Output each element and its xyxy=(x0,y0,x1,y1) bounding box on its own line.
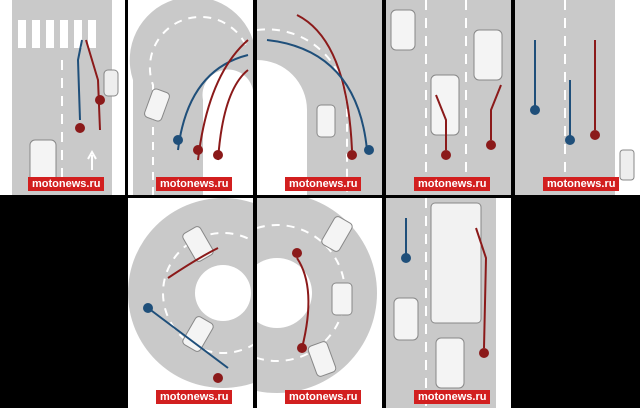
scenario-panel-pedestrian: motonews.ru xyxy=(515,0,640,195)
u-turn-illustration xyxy=(129,0,253,195)
turn-right-illustration xyxy=(257,0,382,195)
watermark-label: motonews.ru xyxy=(156,177,233,191)
watermark-label: motonews.ru xyxy=(285,390,362,404)
watermark-label: motonews.ru xyxy=(285,177,362,191)
lane-change-illustration xyxy=(386,0,511,195)
scenario-panel-truck: motonews.ru xyxy=(386,198,511,408)
scenario-panel-turn-right: motonews.ru xyxy=(257,0,382,195)
truck-illustration xyxy=(386,198,496,408)
pedestrian-illustration xyxy=(515,0,635,195)
scenario-panel-crosswalk: motonews.ru xyxy=(0,0,125,195)
scenario-panel-u-turn: motonews.ru xyxy=(128,0,253,195)
scenario-panel-lane-change: motonews.ru xyxy=(386,0,511,195)
watermark-label: motonews.ru xyxy=(414,177,491,191)
roundabout-2-illustration xyxy=(257,198,382,408)
watermark-label: motonews.ru xyxy=(28,177,105,191)
scenario-panel-roundabout-1: motonews.ru xyxy=(128,198,253,408)
watermark-label: motonews.ru xyxy=(414,390,491,404)
crosswalk-illustration xyxy=(12,0,119,195)
roundabout-1-illustration xyxy=(128,198,253,408)
watermark-label: motonews.ru xyxy=(543,177,620,191)
watermark-label: motonews.ru xyxy=(156,390,233,404)
scenario-panel-roundabout-2: motonews.ru xyxy=(257,198,382,408)
